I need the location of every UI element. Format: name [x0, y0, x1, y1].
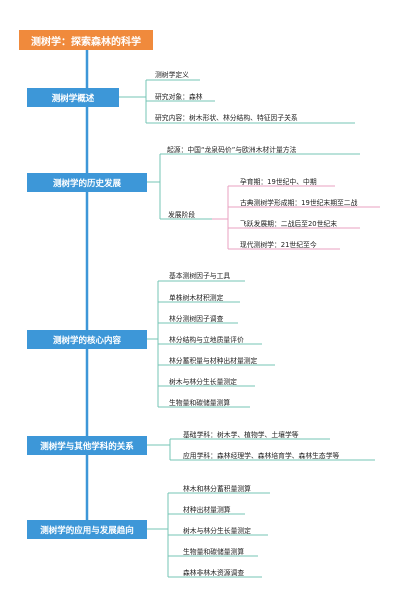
leaf-definition[interactable]: 测树学定义: [155, 71, 189, 79]
leaf-stage-4[interactable]: 现代测树学：21世纪至今: [240, 241, 317, 249]
leaf-core-5[interactable]: 林分蓄积量与材种出材量测定: [169, 357, 258, 365]
topic-history[interactable]: 测树学的历史发展: [27, 173, 147, 192]
leaf-core-4[interactable]: 林分结构与立地质量评价: [169, 336, 244, 344]
leaf-core-3[interactable]: 林分测树因子调查: [169, 315, 224, 323]
leaf-app-2[interactable]: 材种出材量测算: [183, 506, 231, 514]
leaf-basic-subjects[interactable]: 基础学科：树木学、植物学、土壤学等: [183, 431, 299, 439]
leaf-core-2[interactable]: 单株树木材积测定: [169, 294, 224, 302]
leaf-stage-2[interactable]: 古典测树学形成期：19世纪末期至二战: [240, 199, 358, 207]
topic-relations[interactable]: 测树学与其他学科的关系: [27, 436, 147, 455]
leaf-applied-subjects[interactable]: 应用学科：森林经理学、森林培育学、森林生态学等: [183, 452, 340, 460]
topic-core[interactable]: 测树学的核心内容: [27, 330, 147, 349]
leaf-app-5[interactable]: 森林非林木资源调查: [183, 569, 245, 577]
root-node[interactable]: 测树学：探索森林的科学: [19, 30, 153, 50]
leaf-stage-3[interactable]: 飞跃发展期：二战后至20世纪末: [240, 220, 338, 228]
leaf-app-4[interactable]: 生物量和碳储量测算: [183, 548, 245, 556]
leaf-core-1[interactable]: 基本测树因子与工具: [169, 272, 231, 280]
leaf-object[interactable]: 研究对象：森林: [155, 93, 203, 101]
leaf-content[interactable]: 研究内容：树木形状、林分结构、特征因子关系: [155, 114, 298, 122]
leaf-stage-1[interactable]: 孕育期：19世纪中、中期: [240, 178, 317, 186]
leaf-core-6[interactable]: 树木与林分生长量测定: [169, 378, 237, 386]
leaf-origin[interactable]: 起源：中国“龙泉码价”与欧洲木材计量方法: [167, 146, 297, 154]
leaf-app-3[interactable]: 树木与林分生长量测定: [183, 527, 251, 535]
topic-applications[interactable]: 测树学的应用与发展趋向: [27, 520, 147, 539]
leaf-core-7[interactable]: 生物量和碳储量测算: [169, 399, 231, 407]
leaf-app-1[interactable]: 林木和林分蓄积量测算: [183, 485, 251, 493]
topic-overview[interactable]: 测树学概述: [27, 88, 119, 107]
leaf-stages[interactable]: 发展阶段: [168, 211, 196, 219]
